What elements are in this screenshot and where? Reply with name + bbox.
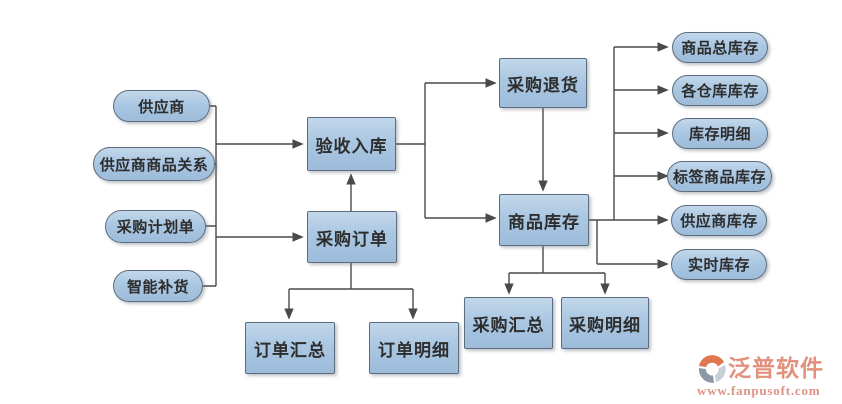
node-supplier-inventory: 供应商库存 bbox=[671, 205, 767, 236]
fanpu-watermark: 泛普软件 www.fanpusoft.com bbox=[697, 354, 839, 399]
node-goods-inventory: 商品库存 bbox=[499, 194, 589, 246]
node-purchase-return: 采购退货 bbox=[499, 58, 587, 108]
node-purchase-detail: 采购明细 bbox=[561, 297, 649, 349]
node-purchase-plan: 采购计划单 bbox=[105, 210, 206, 243]
node-tag-goods-inventory: 标签商品库存 bbox=[667, 161, 772, 192]
node-purchase-summary: 采购汇总 bbox=[464, 297, 553, 349]
brand-name: 泛普软件 bbox=[728, 355, 824, 382]
node-supplier-goods-relation: 供应商商品关系 bbox=[93, 147, 215, 181]
node-total-goods-inventory: 商品总库存 bbox=[672, 32, 768, 63]
node-order-detail: 订单明细 bbox=[369, 322, 459, 374]
node-acceptance-inbound: 验收入库 bbox=[307, 117, 396, 171]
node-inventory-detail: 库存明细 bbox=[672, 118, 768, 149]
brand-url: www.fanpusoft.com bbox=[697, 383, 821, 398]
node-supplier: 供应商 bbox=[113, 90, 210, 122]
node-order-summary: 订单汇总 bbox=[245, 322, 335, 374]
node-purchase-order: 采购订单 bbox=[307, 211, 397, 263]
fanpu-logo-icon bbox=[697, 354, 727, 384]
node-warehouse-inventory: 各仓库库存 bbox=[672, 75, 768, 106]
node-smart-replenishment: 智能补货 bbox=[113, 270, 203, 302]
node-realtime-inventory: 实时库存 bbox=[671, 249, 767, 280]
